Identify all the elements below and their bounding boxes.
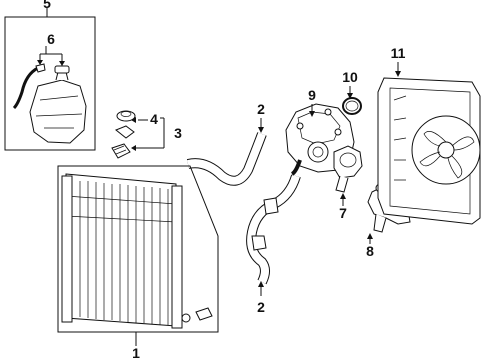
arrow-4: [131, 117, 136, 123]
drain-plug-bottom: [195, 307, 213, 321]
arrow-11: [395, 71, 401, 77]
callout-9: 9: [308, 87, 316, 103]
upper-hose: [186, 118, 267, 186]
callout-8: 8: [366, 243, 374, 259]
upper-hose-fill: [187, 132, 266, 185]
arrow-2b: [258, 281, 264, 287]
callout-6: 6: [47, 31, 55, 47]
hose-clamp-upper: [263, 197, 279, 215]
thermostat-body: [333, 145, 363, 179]
thermostat-housing: [333, 145, 363, 206]
radiator-core: [65, 173, 177, 327]
fan-blades: [419, 131, 475, 179]
fan-hub: [437, 141, 455, 159]
bolt-3: [324, 108, 332, 116]
callout-4: 4: [150, 111, 158, 127]
arrow-10: [347, 93, 353, 99]
lower-hose: [246, 174, 301, 296]
callout-1: 1: [132, 345, 140, 360]
arrow-2a: [258, 127, 264, 133]
reservoir-ribs: [35, 95, 83, 129]
arrow-8: [367, 233, 373, 239]
bolt-1: [296, 122, 304, 130]
coolant-reservoir: [29, 79, 87, 144]
cap-seal: [115, 125, 135, 139]
overflow-hose: [12, 66, 39, 110]
arrow-3: [131, 145, 136, 151]
bolt-2: [334, 128, 342, 136]
gasket-ring: [342, 97, 362, 115]
gasket-inner: [345, 100, 359, 112]
hose-clip: [35, 63, 46, 73]
thermostat-port: [339, 152, 357, 168]
arrow-7: [340, 193, 346, 199]
pump-pipe: [290, 159, 302, 176]
fitting-pipe: [373, 213, 387, 233]
reservoir-group-frame: [4, 16, 96, 151]
shroud-ribs: [393, 95, 407, 181]
reservoir-cap: [54, 65, 70, 74]
radiator-right-tank: [171, 185, 183, 329]
hose-clamp-lower: [251, 235, 267, 251]
water-pump-outlet-inner: [312, 146, 324, 158]
radiator-tubes: [65, 195, 177, 223]
reservoir-group: [4, 7, 96, 151]
callout-2-upper: 2: [257, 101, 265, 117]
radiator-group-frame: [57, 165, 219, 333]
drain-plug-thread: [113, 145, 127, 155]
callout-7: 7: [339, 205, 347, 221]
drain-plug: [111, 143, 131, 159]
shroud-inner: [389, 87, 471, 215]
radiator-left-tank: [61, 175, 73, 323]
callout-5: 5: [43, 0, 51, 11]
gasket: [342, 86, 362, 115]
drain-cock: [181, 313, 191, 323]
cap-group: [111, 110, 165, 159]
callout-3: 3: [174, 125, 182, 141]
water-pump-outlet: [307, 141, 329, 163]
arrow-9: [309, 111, 315, 117]
callout-10: 10: [342, 69, 358, 85]
arrowheads-6: [37, 60, 65, 66]
radiator-cap: [116, 110, 136, 122]
callout-11: 11: [391, 45, 406, 61]
radiator-cap-top: [120, 111, 132, 117]
callout-2-lower: 2: [257, 299, 265, 315]
thermostat-nipple: [335, 175, 349, 193]
fan-shroud: [377, 62, 481, 225]
lower-hose-fill: [247, 174, 300, 284]
radiator-group: [57, 165, 219, 346]
